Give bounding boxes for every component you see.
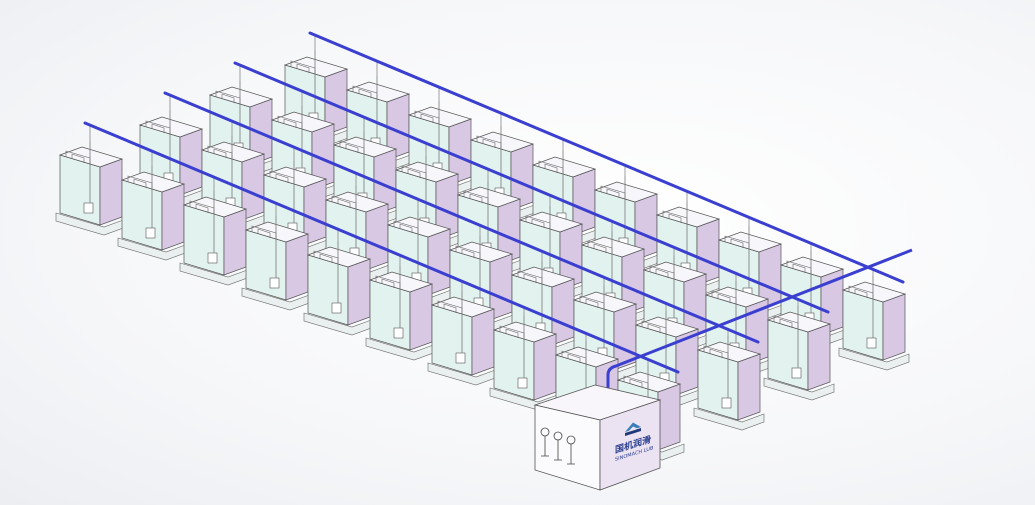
- cabinet-top: [766, 311, 832, 333]
- cabinet-top: [208, 86, 274, 108]
- main-pipe-row-4: [83, 121, 680, 374]
- cabinet-top: [138, 116, 204, 138]
- pump-unit-icon: [455, 352, 466, 364]
- cabinet-top: [394, 161, 460, 183]
- pump-unit-icon: [269, 277, 280, 289]
- machine-cabinet: [55, 141, 127, 236]
- machine-cabinet: [489, 316, 561, 411]
- cabinet-top: [580, 236, 646, 258]
- cabinet-top: [634, 316, 700, 338]
- machine-cabinet: [838, 276, 910, 371]
- cabinet-side: [807, 323, 831, 391]
- main-pipe-row-3: [163, 91, 760, 344]
- cabinet-top: [841, 281, 907, 303]
- cabinet-top: [386, 216, 452, 238]
- pump-unit-icon: [791, 367, 802, 379]
- cabinet-top: [448, 241, 514, 263]
- main-pipe-row-1: [308, 31, 905, 284]
- logo-mark-icon: [625, 422, 641, 432]
- machine-cabinet: [763, 306, 835, 401]
- cabinet-side: [882, 293, 906, 361]
- cabinet-top: [616, 371, 682, 393]
- pump-unit-icon: [517, 377, 528, 389]
- machine-cabinet: [693, 336, 765, 431]
- machine-cabinet: [241, 216, 313, 311]
- pump-unit-icon: [331, 302, 342, 314]
- pump-unit-icon: [393, 327, 404, 339]
- cabinet-top: [696, 341, 762, 363]
- cabinet-top: [779, 256, 845, 278]
- cabinet-top: [593, 181, 659, 203]
- cabinet-side: [471, 308, 495, 376]
- cabinet-top: [283, 56, 349, 78]
- cabinet-top: [270, 111, 336, 133]
- cabinet-side: [161, 183, 185, 251]
- cabinet-top: [655, 206, 721, 228]
- cabinet-top: [182, 196, 248, 218]
- cabinet-top: [430, 296, 496, 318]
- lubrication-pipes: [83, 31, 913, 405]
- cabinet-top: [572, 291, 638, 313]
- cabinet-top: [407, 106, 473, 128]
- cabinet-top: [368, 271, 434, 293]
- cabinet-top: [456, 186, 522, 208]
- cabinet-top: [554, 346, 620, 368]
- cabinet-top: [642, 261, 708, 283]
- cabinet-side: [737, 353, 761, 421]
- cabinet-top: [531, 156, 597, 178]
- cabinet-top: [244, 221, 310, 243]
- cabinet-top: [58, 146, 124, 168]
- lubrication-station: 国机润滑 SINOMACH LUB: [533, 384, 662, 491]
- cabinet-top: [306, 246, 372, 268]
- cabinet-top: [200, 141, 266, 163]
- cabinet-top: [332, 136, 398, 158]
- gauge-icons: [540, 427, 576, 465]
- cabinet-base: [763, 377, 835, 401]
- pump-unit-icon: [721, 397, 732, 409]
- cabinet-top: [518, 211, 584, 233]
- machine-cabinet: [179, 191, 251, 286]
- cabinet-top: [262, 166, 328, 188]
- machine-cabinet: [117, 166, 189, 261]
- cabinet-top: [324, 191, 390, 213]
- cabinet-side: [657, 383, 681, 451]
- cabinet-side: [223, 208, 247, 276]
- cabinet-side: [347, 258, 371, 326]
- cabinet-side: [533, 333, 557, 401]
- cabinet-top: [345, 81, 411, 103]
- cabinet-top: [120, 171, 186, 193]
- machine-cabinet: [569, 286, 641, 381]
- logo-mark-base: [625, 428, 641, 436]
- cabinet-top: [704, 286, 770, 308]
- main-pipe-row-2: [233, 61, 830, 314]
- machine-cabinet: [303, 241, 375, 336]
- header-pipe: [606, 248, 913, 405]
- cabinet-top: [469, 131, 535, 153]
- pump-unit-icon: [207, 252, 218, 264]
- cabinet-top: [492, 321, 558, 343]
- cabinet-base: [838, 347, 910, 371]
- station-side: [599, 399, 661, 491]
- machine-cabinet: [427, 291, 499, 386]
- pump-unit-icon: [866, 337, 877, 349]
- cabinet-side: [409, 283, 433, 351]
- cabinet-top: [510, 266, 576, 288]
- pump-unit-icon: [83, 202, 94, 214]
- machine-cabinets: [55, 51, 910, 461]
- cabinet-side: [99, 158, 123, 226]
- cabinet-side: [285, 233, 309, 301]
- cabinet-base: [693, 407, 765, 431]
- cabinet-top: [717, 231, 783, 253]
- pump-unit-icon: [145, 227, 156, 239]
